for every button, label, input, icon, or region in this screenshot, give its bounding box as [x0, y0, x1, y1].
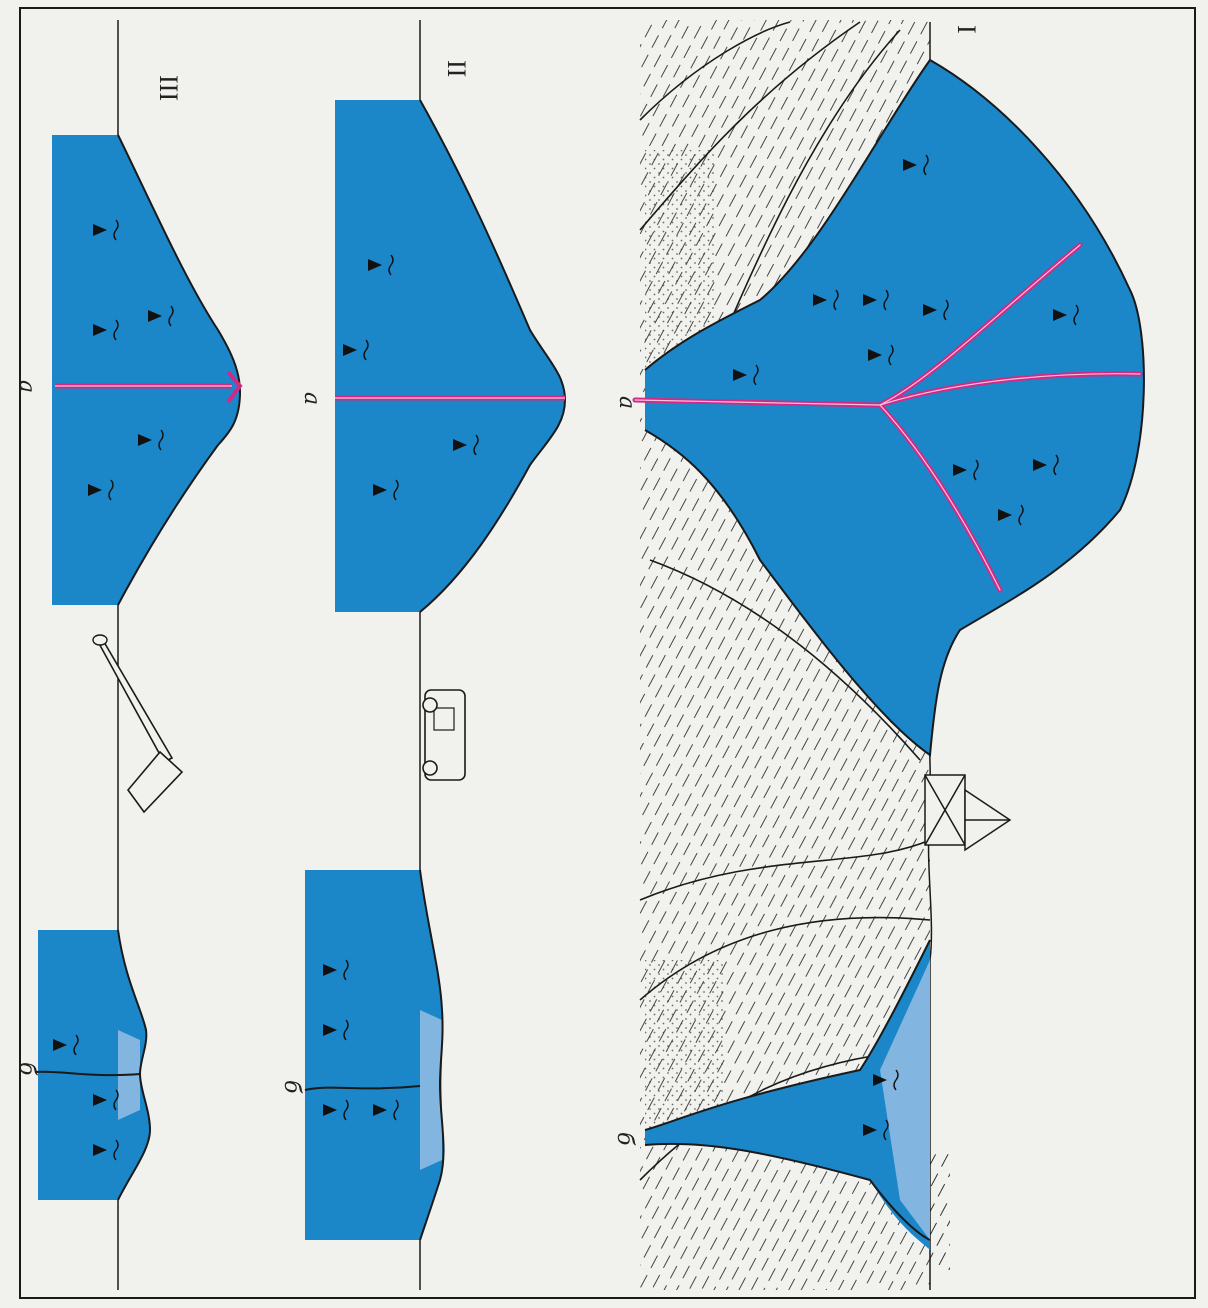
truck-icon [423, 690, 465, 780]
panel-I: I а б [612, 20, 1144, 1290]
panel-III: III а б [14, 20, 240, 1290]
label-a-III: а [14, 380, 39, 393]
rock-body-a-II [335, 100, 565, 612]
label-b-I: б [612, 1132, 637, 1146]
panel-II: II а б [279, 20, 565, 1290]
drilling-rig-icon [925, 775, 1010, 850]
panel-numeral-II: II [442, 60, 471, 77]
rock-body-a-III [52, 135, 240, 605]
label-b-III: б [14, 1062, 39, 1076]
label-a-I: а [614, 396, 639, 409]
label-a-II: а [299, 392, 324, 405]
shovel-icon [93, 635, 182, 812]
panel-numeral-III: III [154, 75, 183, 101]
label-b-II: б [279, 1080, 304, 1094]
panel-numeral-I: I [952, 25, 981, 34]
